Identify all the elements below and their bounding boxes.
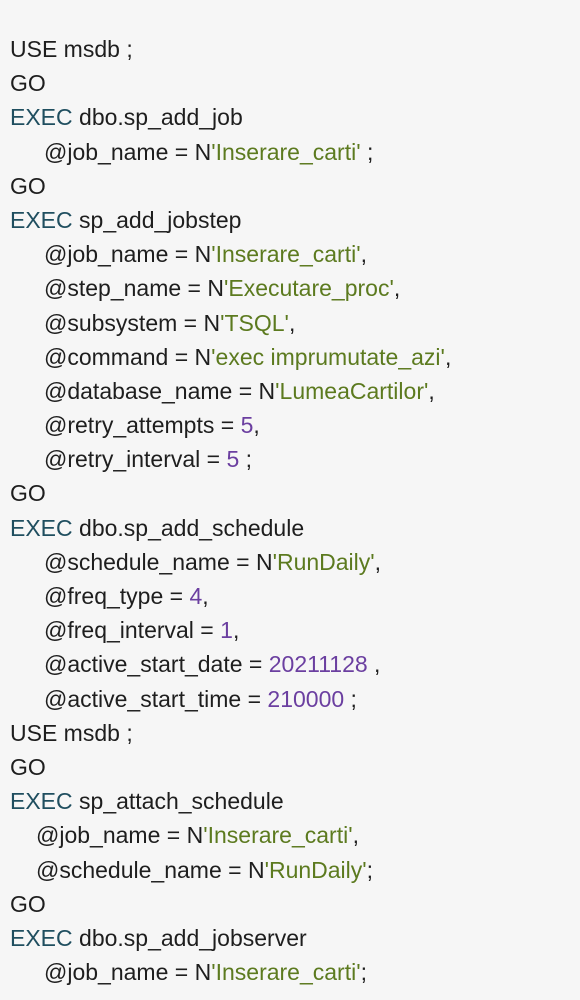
code-token-plain: , xyxy=(360,241,367,268)
code-line: @subsystem = N'TSQL', xyxy=(0,306,580,340)
code-token-plain: , xyxy=(352,822,359,849)
code-token-plain: @job_name = N xyxy=(44,241,212,268)
code-line: EXEC dbo.sp_add_job xyxy=(0,100,580,134)
code-line: @active_start_date = 20211128 , xyxy=(0,647,580,681)
code-token-plain: ; xyxy=(344,685,357,712)
code-token-plain: @schedule_name = N xyxy=(36,856,265,883)
code-line: EXEC sp_add_jobstep xyxy=(0,203,580,237)
code-token-plain: dbo.sp_add_schedule xyxy=(72,514,305,541)
code-token-plain: sp_add_jobstep xyxy=(72,206,242,233)
code-line: @job_name = N'Inserare_carti' ; xyxy=(0,135,580,169)
code-line: USE msdb ; xyxy=(0,716,580,750)
code-token-number: 20211128 xyxy=(268,651,368,678)
code-token-number: 4 xyxy=(189,583,203,609)
code-token-plain: , xyxy=(428,377,435,404)
code-token-plain: @freq_interval = xyxy=(44,617,221,644)
code-token-plain: USE msdb ; xyxy=(10,36,133,62)
code-token-keyword: EXEC xyxy=(10,788,73,815)
code-token-plain: , xyxy=(232,617,240,644)
code-line: @job_name = N'Inserare_carti'; xyxy=(0,955,580,989)
code-token-plain: @retry_interval = xyxy=(44,446,227,473)
code-token-string: 'RunDaily' xyxy=(272,548,375,575)
code-line: @freq_interval = 1, xyxy=(0,613,580,647)
code-line: @job_name = N'Inserare_carti', xyxy=(0,818,580,852)
code-token-number: 5 xyxy=(240,412,254,439)
code-token-plain: , xyxy=(444,343,452,370)
code-token-plain: dbo.sp_add_job xyxy=(72,104,243,131)
code-token-string: 'Inserare_carti' xyxy=(203,822,353,849)
code-token-plain: @subsystem = N xyxy=(44,309,221,336)
code-token-plain: GO xyxy=(10,70,46,97)
code-token-plain: @active_start_time = xyxy=(44,685,268,712)
code-token-plain: ; xyxy=(360,138,374,165)
code-token-plain: @freq_type = xyxy=(44,583,190,609)
code-token-plain: GO xyxy=(10,480,46,507)
code-line: @active_start_time = 210000 ; xyxy=(0,682,580,716)
code-token-plain: ; xyxy=(366,856,374,883)
code-token-string: 'Executare_proc' xyxy=(223,275,394,302)
code-token-plain: @job_name = N xyxy=(44,138,212,165)
code-token-number: 1 xyxy=(220,617,233,644)
code-token-plain: @database_name = N xyxy=(44,377,276,404)
code-token-plain: USE msdb ; xyxy=(10,719,133,746)
code-line: @command = N'exec imprumutate_azi', xyxy=(0,340,580,374)
code-token-plain: GO xyxy=(10,753,46,780)
code-token-string: 'Inserare_carti' xyxy=(211,241,361,268)
code-token-plain: @retry_attempts = xyxy=(44,412,241,439)
code-line: @schedule_name = N'RunDaily', xyxy=(0,545,580,579)
code-token-number: 5 xyxy=(226,446,240,473)
code-token-plain: @step_name = N xyxy=(44,275,224,302)
code-token-string: 'Inserare_carti' xyxy=(211,959,361,986)
code-token-plain: @job_name = N xyxy=(44,959,212,986)
code-token-plain: , xyxy=(202,583,209,609)
code-token-plain: , xyxy=(393,275,401,302)
code-line: @freq_type = 4, xyxy=(0,579,580,613)
code-token-string: 'Inserare_carti' xyxy=(211,138,361,165)
code-line: @schedule_name = N'RunDaily'; xyxy=(0,853,580,887)
code-token-plain: GO xyxy=(10,172,46,199)
code-token-plain: , xyxy=(374,548,382,575)
code-token-plain: , xyxy=(367,651,381,678)
code-token-plain: , xyxy=(288,309,296,336)
code-token-plain: @command = N xyxy=(44,343,212,370)
code-token-plain: GO xyxy=(10,890,46,917)
code-token-plain: ; xyxy=(239,446,253,473)
code-token-plain: ; xyxy=(360,959,367,986)
code-line: EXEC dbo.sp_add_jobserver xyxy=(0,921,580,955)
code-line: @database_name = N'LumeaCartilor', xyxy=(0,374,580,408)
code-line: @retry_attempts = 5, xyxy=(0,408,580,442)
code-token-string: 'exec imprumutate_azi' xyxy=(211,343,445,370)
code-token-plain: @job_name = N xyxy=(36,822,204,849)
code-token-keyword: EXEC xyxy=(10,924,73,951)
code-token-keyword: EXEC xyxy=(10,514,73,541)
code-line: GO xyxy=(0,887,580,921)
code-line: @retry_interval = 5 ; xyxy=(0,442,580,476)
code-token-plain: @active_start_date = xyxy=(44,651,269,678)
code-token-string: 'LumeaCartilor' xyxy=(275,377,429,404)
code-token-string: 'TSQL' xyxy=(220,309,289,336)
code-token-plain: dbo.sp_add_jobserver xyxy=(72,924,307,951)
code-token-plain: @schedule_name = N xyxy=(44,548,273,575)
code-line: GO xyxy=(0,476,580,510)
code-line: GO xyxy=(0,66,580,100)
code-line: EXEC dbo.sp_add_schedule xyxy=(0,511,580,545)
code-line: GO xyxy=(0,169,580,203)
code-token-string: 'RunDaily' xyxy=(264,856,367,883)
code-token-number: 210000 xyxy=(267,685,345,712)
code-line: EXEC sp_attach_schedule xyxy=(0,784,580,818)
code-line: @job_name = N'Inserare_carti', xyxy=(0,237,580,271)
code-line: USE msdb ; xyxy=(0,32,580,66)
code-token-keyword: EXEC xyxy=(10,104,73,131)
code-token-plain: sp_attach_schedule xyxy=(72,788,284,815)
code-token-plain: , xyxy=(253,412,260,439)
code-line: GO xyxy=(0,750,580,784)
code-line: @step_name = N'Executare_proc', xyxy=(0,271,580,305)
code-token-keyword: EXEC xyxy=(10,206,73,233)
